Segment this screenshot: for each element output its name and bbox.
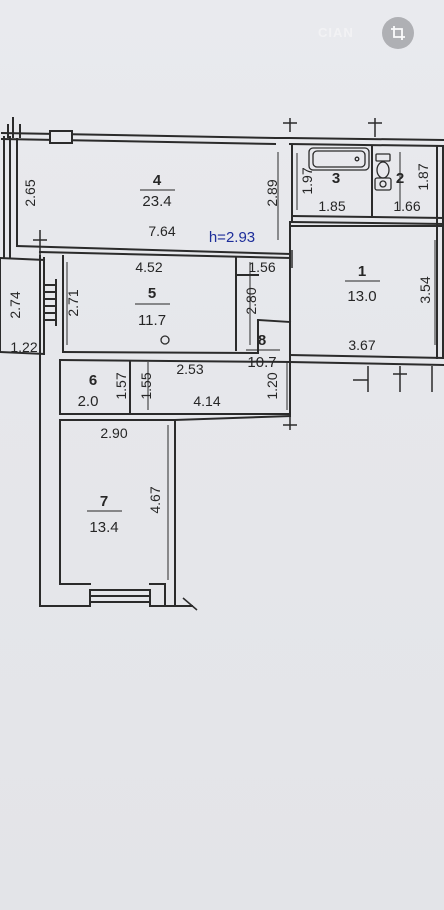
room-7-number: 7: [100, 493, 108, 510]
dim-2-74: 2.74: [7, 291, 23, 318]
wall-ticks: [33, 118, 433, 611]
dim-1-87: 1.87: [415, 163, 431, 190]
dim-4-14: 4.14: [193, 393, 220, 409]
walls: [0, 117, 444, 607]
room-6-number: 6: [89, 372, 97, 389]
bathtub-icon: [308, 147, 370, 171]
crop-button[interactable]: [382, 17, 414, 49]
dim-2-71: 2.71: [65, 289, 81, 316]
room-7-area: 13.4: [89, 519, 118, 536]
room-2-number: 2: [396, 170, 404, 187]
room-3-number: 3: [332, 170, 340, 187]
dim-2-65: 2.65: [22, 179, 38, 206]
dim-1-57: 1.57: [113, 372, 129, 399]
room-5-area: 11.7: [138, 312, 166, 329]
dimension-labels: 7.64 1.85 1.66 4.52 1.56 1.22 3.67 2.53 …: [7, 163, 433, 513]
room-5-number: 5: [148, 285, 156, 302]
crop-icon: [391, 26, 405, 40]
room-4-number: 4: [153, 172, 162, 189]
room-1-area: 13.0: [347, 288, 376, 305]
boiler-icon: [160, 335, 170, 345]
dim-1-55: 1.55: [138, 372, 154, 399]
dim-1-22: 1.22: [10, 339, 37, 355]
sink-icon: [374, 177, 392, 191]
room-labels: 4 23.4 5 11.7 1 13.0 3 2 8 10.7 6 2.0 7 …: [78, 170, 405, 536]
room-8-number: 8: [258, 332, 266, 349]
toilet-icon: [375, 153, 391, 179]
dim-1-97: 1.97: [299, 167, 315, 194]
room-4-area: 23.4: [142, 193, 171, 210]
dim-2-90: 2.90: [100, 425, 127, 441]
dim-4-67: 4.67: [147, 486, 163, 513]
dim-1-20: 1.20: [264, 372, 280, 399]
room-6-area: 2.0: [78, 393, 99, 410]
dim-1-56: 1.56: [248, 259, 275, 275]
room-8-area: 10.7: [247, 354, 276, 371]
dim-3-67: 3.67: [348, 337, 375, 353]
dimension-lines: [66, 152, 436, 580]
dim-1-85: 1.85: [318, 198, 345, 214]
dim-2-53: 2.53: [176, 361, 203, 377]
dim-2-80: 2.80: [243, 287, 259, 314]
dim-7-64: 7.64: [148, 223, 175, 239]
dim-3-54: 3.54: [417, 276, 433, 303]
room-1-number: 1: [358, 263, 366, 280]
dim-4-52: 4.52: [135, 259, 162, 275]
watermark: CIAN: [318, 25, 354, 40]
dim-2-89: 2.89: [264, 179, 280, 206]
dim-1-66: 1.66: [393, 198, 420, 214]
ceiling-height-label: h=2.93: [209, 229, 255, 246]
